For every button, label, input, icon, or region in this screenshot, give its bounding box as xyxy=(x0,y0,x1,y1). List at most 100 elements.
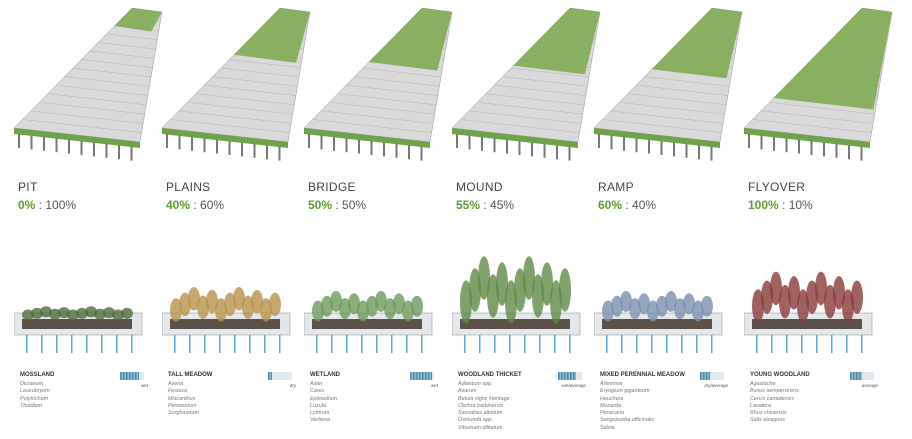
plant-name: Sorghastrum xyxy=(168,410,199,417)
section-illustration xyxy=(304,290,433,353)
typology-name: BRIDGE xyxy=(308,180,356,194)
typology-column: FLYOVER 100% : 10% YOUNG WOODLAND Agasta… xyxy=(742,0,893,439)
typology-name: PLAINS xyxy=(166,180,211,194)
moisture-label: dry xyxy=(289,383,296,388)
green-ratio: 100% : 10% xyxy=(748,198,813,212)
plant-name: Viburnum dilitatum xyxy=(458,424,503,431)
section-illustration xyxy=(452,256,581,353)
moisture-meter xyxy=(268,372,292,380)
moisture-label: wet xyxy=(140,383,148,388)
planting-type: YOUNG WOODLAND xyxy=(750,372,810,378)
planting-type: TALL MEADOW xyxy=(168,372,213,378)
moisture-fill xyxy=(120,372,140,380)
plant-name: Carex xyxy=(310,388,325,395)
section-illustration xyxy=(744,271,873,353)
hardscape-percent: : 100% xyxy=(35,198,77,212)
plant-name: Dicranum xyxy=(20,381,44,387)
plant-name: Luzula xyxy=(310,402,326,409)
section-illustration xyxy=(162,287,291,353)
perspective-illustration xyxy=(13,7,163,161)
hardscape-percent: : 60% xyxy=(190,198,225,212)
hardscape-percent: : 40% xyxy=(622,198,657,212)
plant-name: Epimedium xyxy=(310,395,337,402)
moisture-meter xyxy=(700,372,724,380)
plant-name: Salvia xyxy=(600,424,615,431)
plant-name: Leucobryum xyxy=(20,388,50,395)
plant-name: Buxus sempervirens xyxy=(750,388,799,395)
moisture-label: dry/average xyxy=(704,383,728,388)
plant-name: Osmunda spp. xyxy=(458,417,494,424)
green-percent: 60% xyxy=(598,198,623,212)
plant-name: Asarum xyxy=(458,388,477,395)
plant-name: Avena xyxy=(168,381,184,387)
green-ratio: 60% : 40% xyxy=(598,198,656,212)
perspective-illustration xyxy=(593,7,743,161)
moisture-fill xyxy=(268,372,272,380)
moisture-meter xyxy=(410,372,434,380)
plant-name: Heuchera xyxy=(600,395,624,402)
planting-type: WOODLAND THICKET xyxy=(458,372,522,378)
green-ratio: 50% : 50% xyxy=(308,198,366,212)
plant-name: Sanguisorba officinalis xyxy=(600,417,654,424)
planting-type: WETLAND xyxy=(310,372,340,378)
green-ratio: 55% : 45% xyxy=(456,198,514,212)
moisture-meter xyxy=(558,372,582,380)
plant-name: Artemisia xyxy=(600,381,623,387)
green-percent: 100% xyxy=(748,198,779,212)
plant-name: Lavatera xyxy=(750,402,771,409)
perspective-illustration xyxy=(303,7,453,161)
plant-name: Monarda xyxy=(600,402,622,409)
green-ratio: 40% : 60% xyxy=(166,198,224,212)
plant-name: Betula nigra 'Heritage' xyxy=(458,395,511,402)
moisture-meter xyxy=(850,372,874,380)
moisture-fill xyxy=(850,372,862,380)
plant-name: Clethra barbinervis xyxy=(458,402,504,409)
moisture-fill xyxy=(410,372,432,380)
plant-name: Agastache xyxy=(750,381,776,387)
plant-name: Festuca xyxy=(168,388,188,395)
green-percent: 0% xyxy=(18,198,36,212)
plant-name: Verbena xyxy=(310,417,331,424)
perspective-illustration xyxy=(451,7,601,161)
hardscape-percent: : 50% xyxy=(332,198,367,212)
plant-name: Rhus chinensis xyxy=(750,410,787,417)
plant-name: Persicaria xyxy=(600,410,624,417)
hardscape-percent: : 45% xyxy=(480,198,515,212)
moisture-fill xyxy=(558,372,576,380)
moisture-label: wet xyxy=(430,383,438,388)
section-illustration xyxy=(594,290,723,353)
plant-name: Pennisetum xyxy=(168,402,197,409)
moisture-label: average xyxy=(861,383,878,388)
plant-name: Aster xyxy=(310,381,323,387)
green-percent: 50% xyxy=(308,198,333,212)
green-percent: 55% xyxy=(456,198,481,212)
typology-column: MOUND 55% : 45% WOODLAND THICKET Adiantu… xyxy=(450,0,601,439)
typology-name: MOUND xyxy=(456,180,503,194)
moisture-label: wet/average xyxy=(561,383,586,388)
section-illustration xyxy=(14,306,143,353)
typology-column: RAMP 60% : 40% MIXED PERENNIAL MEADOW Ar… xyxy=(592,0,743,439)
perspective-illustration xyxy=(743,7,893,161)
plant-name: Adiantum spp. xyxy=(458,381,493,387)
planting-type: MOSSLAND xyxy=(20,372,55,378)
green-percent: 40% xyxy=(166,198,191,212)
typology-name: PIT xyxy=(18,180,38,194)
plant-name: Eryngium giganteum xyxy=(600,388,650,395)
plant-name: Lythrum xyxy=(310,410,330,417)
planting-type: MIXED PERENNIAL MEADOW xyxy=(600,372,685,378)
hardscape-percent: : 10% xyxy=(778,198,813,212)
plant-name: Miscanthus xyxy=(168,395,196,402)
green-ratio: 0% : 100% xyxy=(18,198,76,212)
typology-name: FLYOVER xyxy=(748,180,806,194)
plant-name: Sassafras albidum xyxy=(458,410,503,417)
moisture-fill xyxy=(700,372,710,380)
plant-name: Thuidium xyxy=(20,402,43,409)
